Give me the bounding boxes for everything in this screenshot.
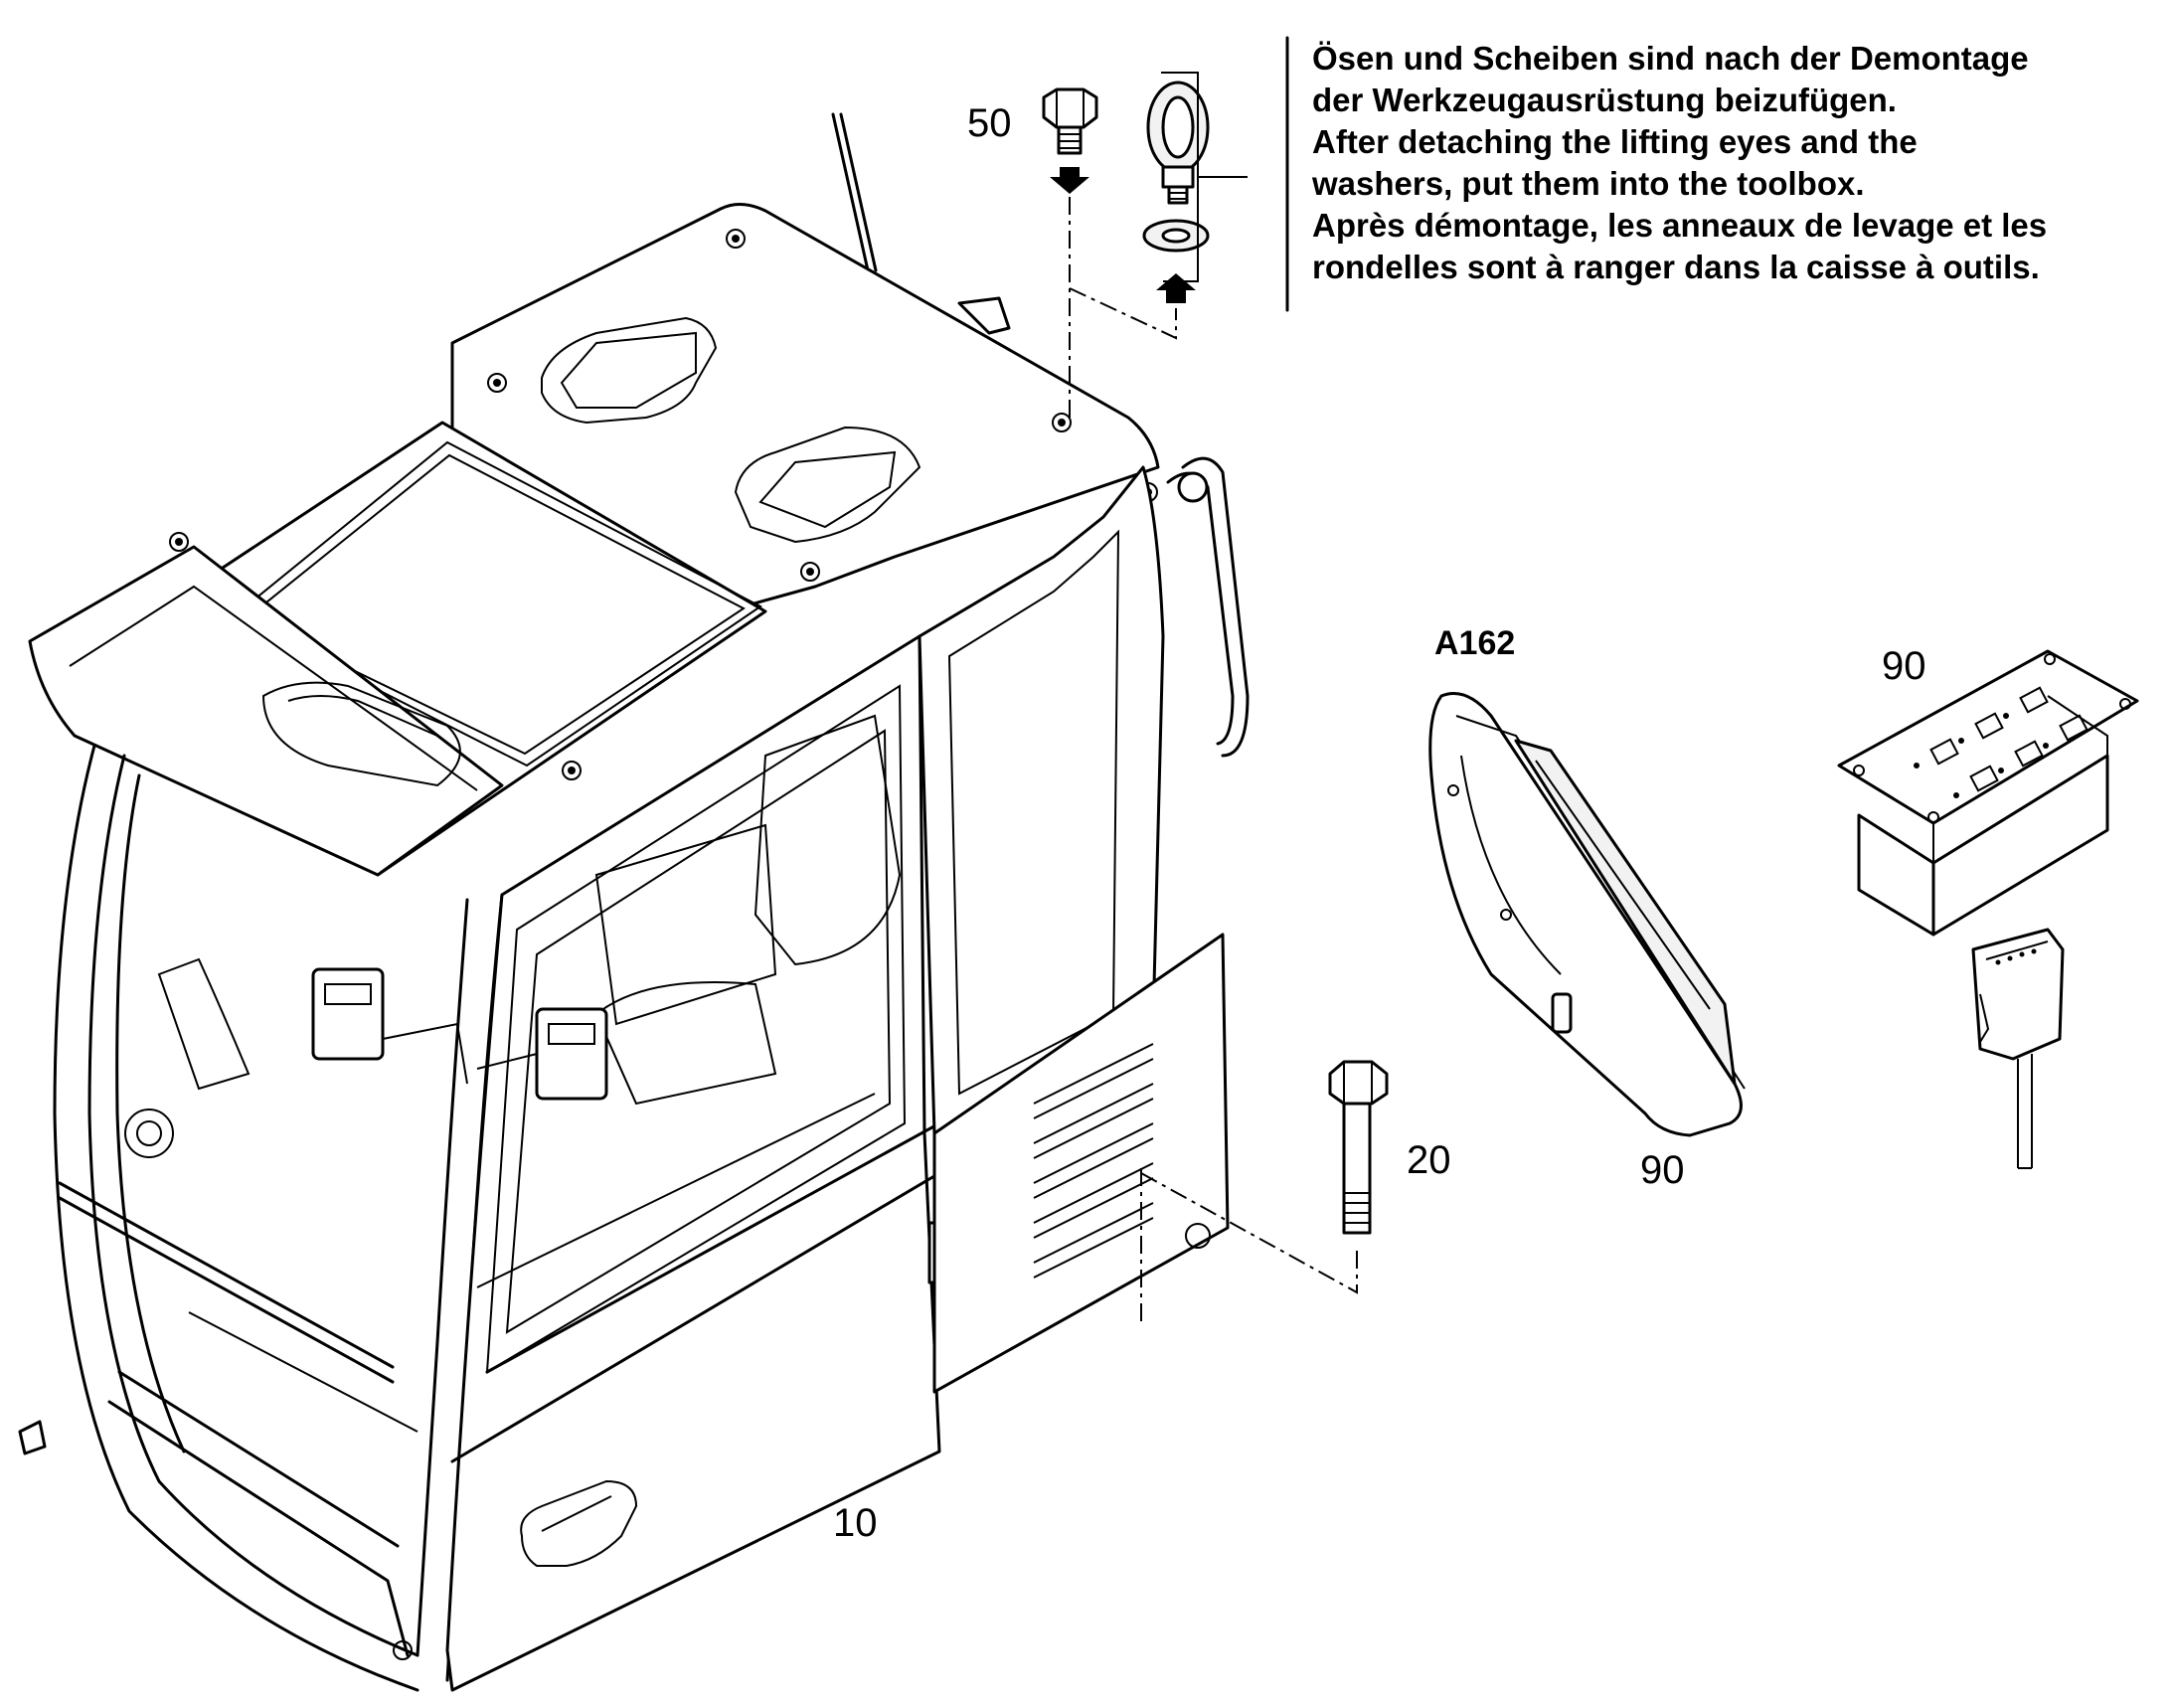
note-line-en-2: washers, put them into the toolbox. bbox=[1312, 165, 1865, 202]
assembly-note: Ösen und Scheiben sind nach der Demontag… bbox=[1312, 38, 2047, 288]
monitor-reference: A162 bbox=[1434, 624, 1516, 662]
callout-10: 10 bbox=[833, 1501, 878, 1545]
callout-50: 50 bbox=[967, 101, 1012, 145]
bolt bbox=[1328, 1060, 1389, 1235]
callout-90-keypad: 90 bbox=[1882, 644, 1926, 688]
note-line-en-1: After detaching the lifting eyes and the bbox=[1312, 123, 1918, 160]
note-line-de-2: der Werkzeugausrüstung beizufügen. bbox=[1312, 82, 1897, 118]
lifting-eye bbox=[1142, 72, 1248, 303]
monitor bbox=[1428, 692, 1746, 1137]
callout-90-monitor: 90 bbox=[1640, 1148, 1685, 1192]
callout-20: 20 bbox=[1407, 1138, 1451, 1182]
note-line-de-1: Ösen und Scheiben sind nach der Demontag… bbox=[1312, 40, 2029, 77]
note-line-fr-2: rondelles sont à ranger dans la caisse à… bbox=[1312, 249, 2040, 285]
lifting-eye-screw bbox=[1042, 87, 1098, 194]
keypad-module bbox=[1837, 649, 2139, 937]
operator-cab bbox=[18, 112, 1250, 1692]
connector bbox=[1971, 928, 2065, 1169]
note-line-fr-1: Après démontage, les anneaux de levage e… bbox=[1312, 207, 2048, 244]
